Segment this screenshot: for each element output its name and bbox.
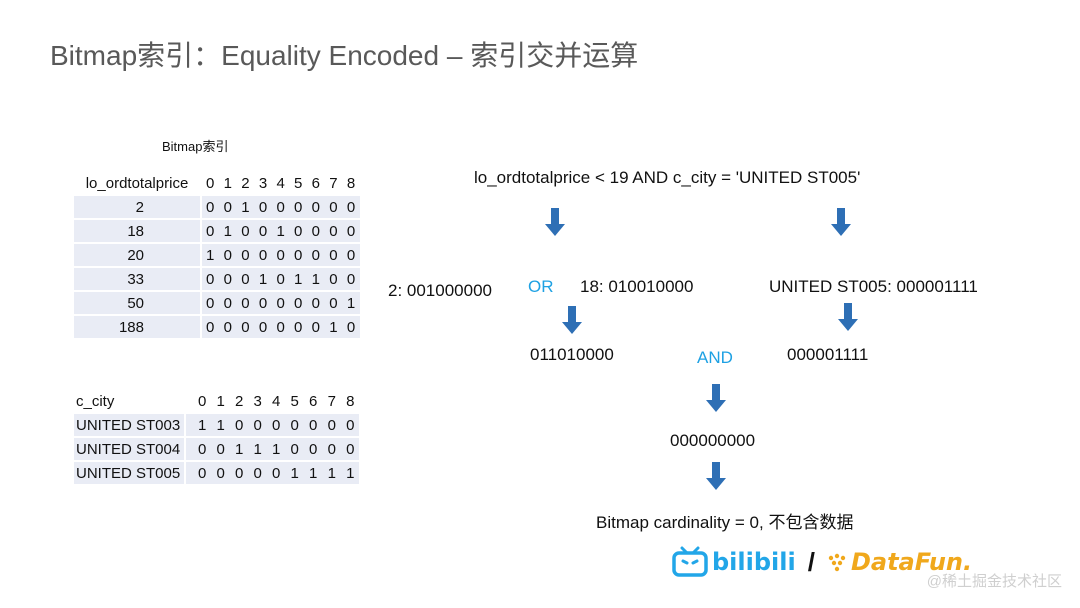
bitmap-index-caption: Bitmap索引	[162, 139, 229, 154]
bitmap-bits: 0 1 0 0 1 0 0 0 0	[202, 220, 360, 242]
cardinality-conclusion: Bitmap cardinality = 0, 不包含数据	[596, 513, 854, 532]
price-value: 20	[74, 244, 200, 266]
table-row: 20 1 0 0 0 0 0 0 0 0	[74, 244, 360, 266]
table-row: UNITED ST005 0 0 0 0 0 1 1 1 1	[74, 462, 360, 484]
watermark-text: @稀土掘金技术社区	[926, 573, 1062, 590]
bilibili-logo-text: bilibili	[712, 548, 796, 576]
down-arrow-icon	[706, 384, 726, 412]
price-bitmap-table: lo_ordtotalprice 0 1 2 3 4 5 6 7 8 2 0 0…	[72, 170, 362, 340]
city-value: UNITED ST003	[74, 414, 184, 436]
price-value: 188	[74, 316, 200, 338]
table-row: 2 0 0 1 0 0 0 0 0 0	[74, 196, 360, 218]
table-header-row: lo_ordtotalprice 0 1 2 3 4 5 6 7 8	[74, 172, 360, 194]
bitmap-price-2: 2: 001000000	[388, 281, 492, 300]
bitmap-bits: 0 0 0 1 0 1 1 0 0	[202, 268, 360, 290]
table-row: UNITED ST004 0 0 1 1 1 0 0 0 0	[74, 438, 360, 460]
price-column-header: lo_ordtotalprice	[74, 172, 200, 194]
table-header-row: c_city 0 1 2 3 4 5 6 7 8	[74, 390, 360, 412]
bit-position-header: 0 1 2 3 4 5 6 7 8	[202, 172, 360, 194]
city-value: UNITED ST004	[74, 438, 184, 460]
slide-title: Bitmap索引：Equality Encoded – 索引交并运算	[50, 40, 639, 71]
bitmap-bits: 0 0 0 0 0 0 0 1 0	[202, 316, 360, 338]
datafun-logo-text: DataFun.	[850, 548, 973, 576]
price-value: 33	[74, 268, 200, 290]
down-arrow-icon	[562, 306, 582, 334]
branding-logos: bilibili / DataFun.	[672, 544, 972, 580]
table-row: UNITED ST003 1 1 0 0 0 0 0 0 0	[74, 414, 360, 436]
down-arrow-icon	[838, 303, 858, 331]
down-arrow-icon	[831, 208, 851, 236]
bitmap-bits: 0 0 1 0 0 0 0 0 0	[202, 196, 360, 218]
table-row: 18 0 1 0 0 1 0 0 0 0	[74, 220, 360, 242]
bitmap-city-st005: UNITED ST005: 000001111	[769, 277, 978, 296]
down-arrow-icon	[545, 208, 565, 236]
table-row: 188 0 0 0 0 0 0 0 1 0	[74, 316, 360, 338]
and-operator-label: AND	[697, 348, 733, 367]
bitmap-bits: 1 0 0 0 0 0 0 0 0	[202, 244, 360, 266]
table-row: 50 0 0 0 0 0 0 0 0 1	[74, 292, 360, 314]
bilibili-tv-icon	[672, 546, 708, 578]
price-value: 50	[74, 292, 200, 314]
down-arrow-icon	[706, 462, 726, 490]
price-value: 2	[74, 196, 200, 218]
query-condition: lo_ordtotalprice < 19 AND c_city = 'UNIT…	[474, 168, 861, 187]
bitmap-bits: 0 0 1 1 1 0 0 0 0	[186, 438, 360, 460]
bitmap-bits: 0 0 0 0 0 1 1 1 1	[186, 462, 360, 484]
city-bitmap-table: c_city 0 1 2 3 4 5 6 7 8 UNITED ST003 1 …	[72, 388, 361, 486]
city-value: UNITED ST005	[74, 462, 184, 484]
bitmap-bits: 1 1 0 0 0 0 0 0 0	[186, 414, 360, 436]
bit-position-header: 0 1 2 3 4 5 6 7 8	[186, 390, 360, 412]
table-row: 33 0 0 0 1 0 1 1 0 0	[74, 268, 360, 290]
or-operator-label: OR	[528, 277, 554, 296]
bitmap-bits: 0 0 0 0 0 0 0 0 1	[202, 292, 360, 314]
or-result-bitmap: 011010000	[530, 345, 614, 364]
city-result-bitmap: 000001111	[787, 345, 869, 364]
datafun-dots-icon	[827, 550, 851, 574]
price-value: 18	[74, 220, 200, 242]
city-column-header: c_city	[74, 390, 184, 412]
logo-separator: /	[807, 546, 815, 577]
bitmap-price-18: 18: 010010000	[580, 277, 694, 296]
and-result-bitmap: 000000000	[670, 431, 756, 450]
